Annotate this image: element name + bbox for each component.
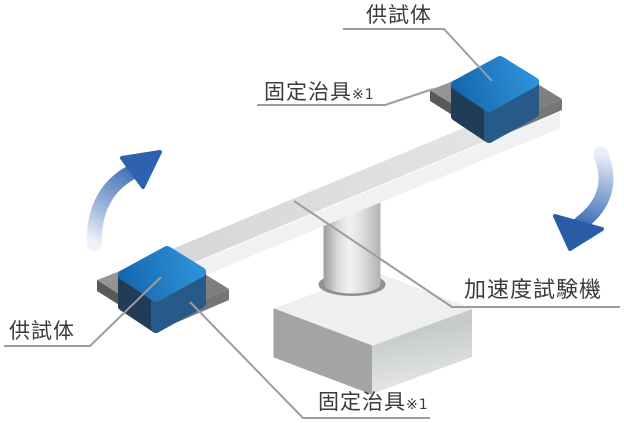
label-machine: 加速度試験機	[464, 278, 602, 303]
label-fixing-jig-lower: 固定治具※1	[318, 390, 429, 414]
specimen-right-top-face	[451, 56, 539, 112]
leader-specimen-top	[343, 28, 493, 82]
beam-front-face	[136, 111, 560, 304]
beam-top-face	[112, 98, 560, 287]
leader-fixing-jig-upper	[257, 88, 434, 106]
label-fixing-jig-lower-text: 固定治具	[318, 390, 406, 414]
leader-fixing-jig-lower	[189, 301, 430, 419]
label-fixing-jig-upper-note: ※1	[352, 87, 375, 103]
label-fixing-jig-lower-note: ※1	[406, 397, 429, 413]
leader-specimen-bottom-left	[4, 276, 162, 347]
machine-base-front-face	[372, 309, 472, 394]
rotate-down-arrow-shaft	[573, 146, 614, 231]
label-specimen-bottom-left: 供試体	[9, 319, 75, 343]
machine-base	[272, 271, 474, 395]
rotate-up-arrow-icon	[86, 150, 162, 251]
label-fixing-jig-upper-text: 固定治具	[264, 80, 352, 104]
specimen-left	[118, 246, 206, 333]
label-specimen-top: 供試体	[366, 3, 432, 27]
label-fixing-jig-upper: 固定治具※1	[264, 80, 375, 104]
specimen-right	[451, 56, 539, 143]
specimen-left-top-face	[118, 246, 206, 302]
rotate-down-arrow-icon	[553, 146, 614, 251]
rotate-up-arrow-shaft	[86, 164, 140, 251]
leader-machine	[293, 200, 620, 308]
rotate-down-arrow-head	[553, 214, 604, 251]
pedestal-cylinder-foot	[323, 274, 381, 294]
rotate-up-arrow-head	[120, 150, 162, 189]
